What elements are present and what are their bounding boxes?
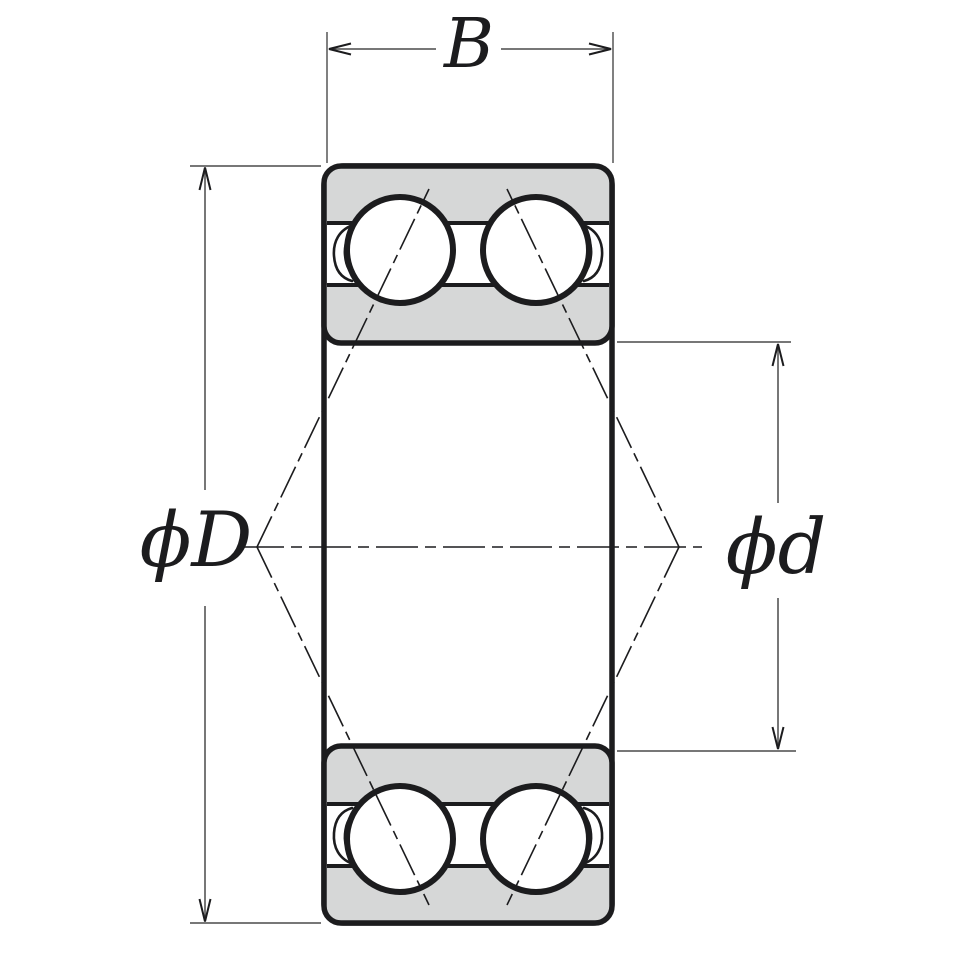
arrowhead-up [198, 167, 212, 191]
arrowhead-left [328, 42, 352, 56]
contact-line-lower-left [256, 546, 430, 906]
arrowhead-down [198, 898, 212, 922]
arrowhead-up [771, 343, 785, 367]
contact-angle-lines [256, 188, 680, 906]
bearing-body [324, 166, 612, 923]
contact-line-lower-right [506, 546, 680, 906]
arrowhead-down [771, 726, 785, 750]
dimension-outer-diameter: ϕD [140, 165, 321, 924]
dimension-width: B [326, 5, 614, 163]
contact-line-upper-right [506, 188, 680, 548]
dim-label-outer-diameter: ϕD [140, 495, 253, 584]
dimension-bore-diameter: ϕd [617, 341, 826, 752]
dim-label-bore-diameter: ϕd [726, 502, 826, 591]
arrowhead-right [588, 42, 612, 56]
dim-label-width: B [442, 5, 494, 84]
contact-line-upper-left [256, 188, 430, 548]
